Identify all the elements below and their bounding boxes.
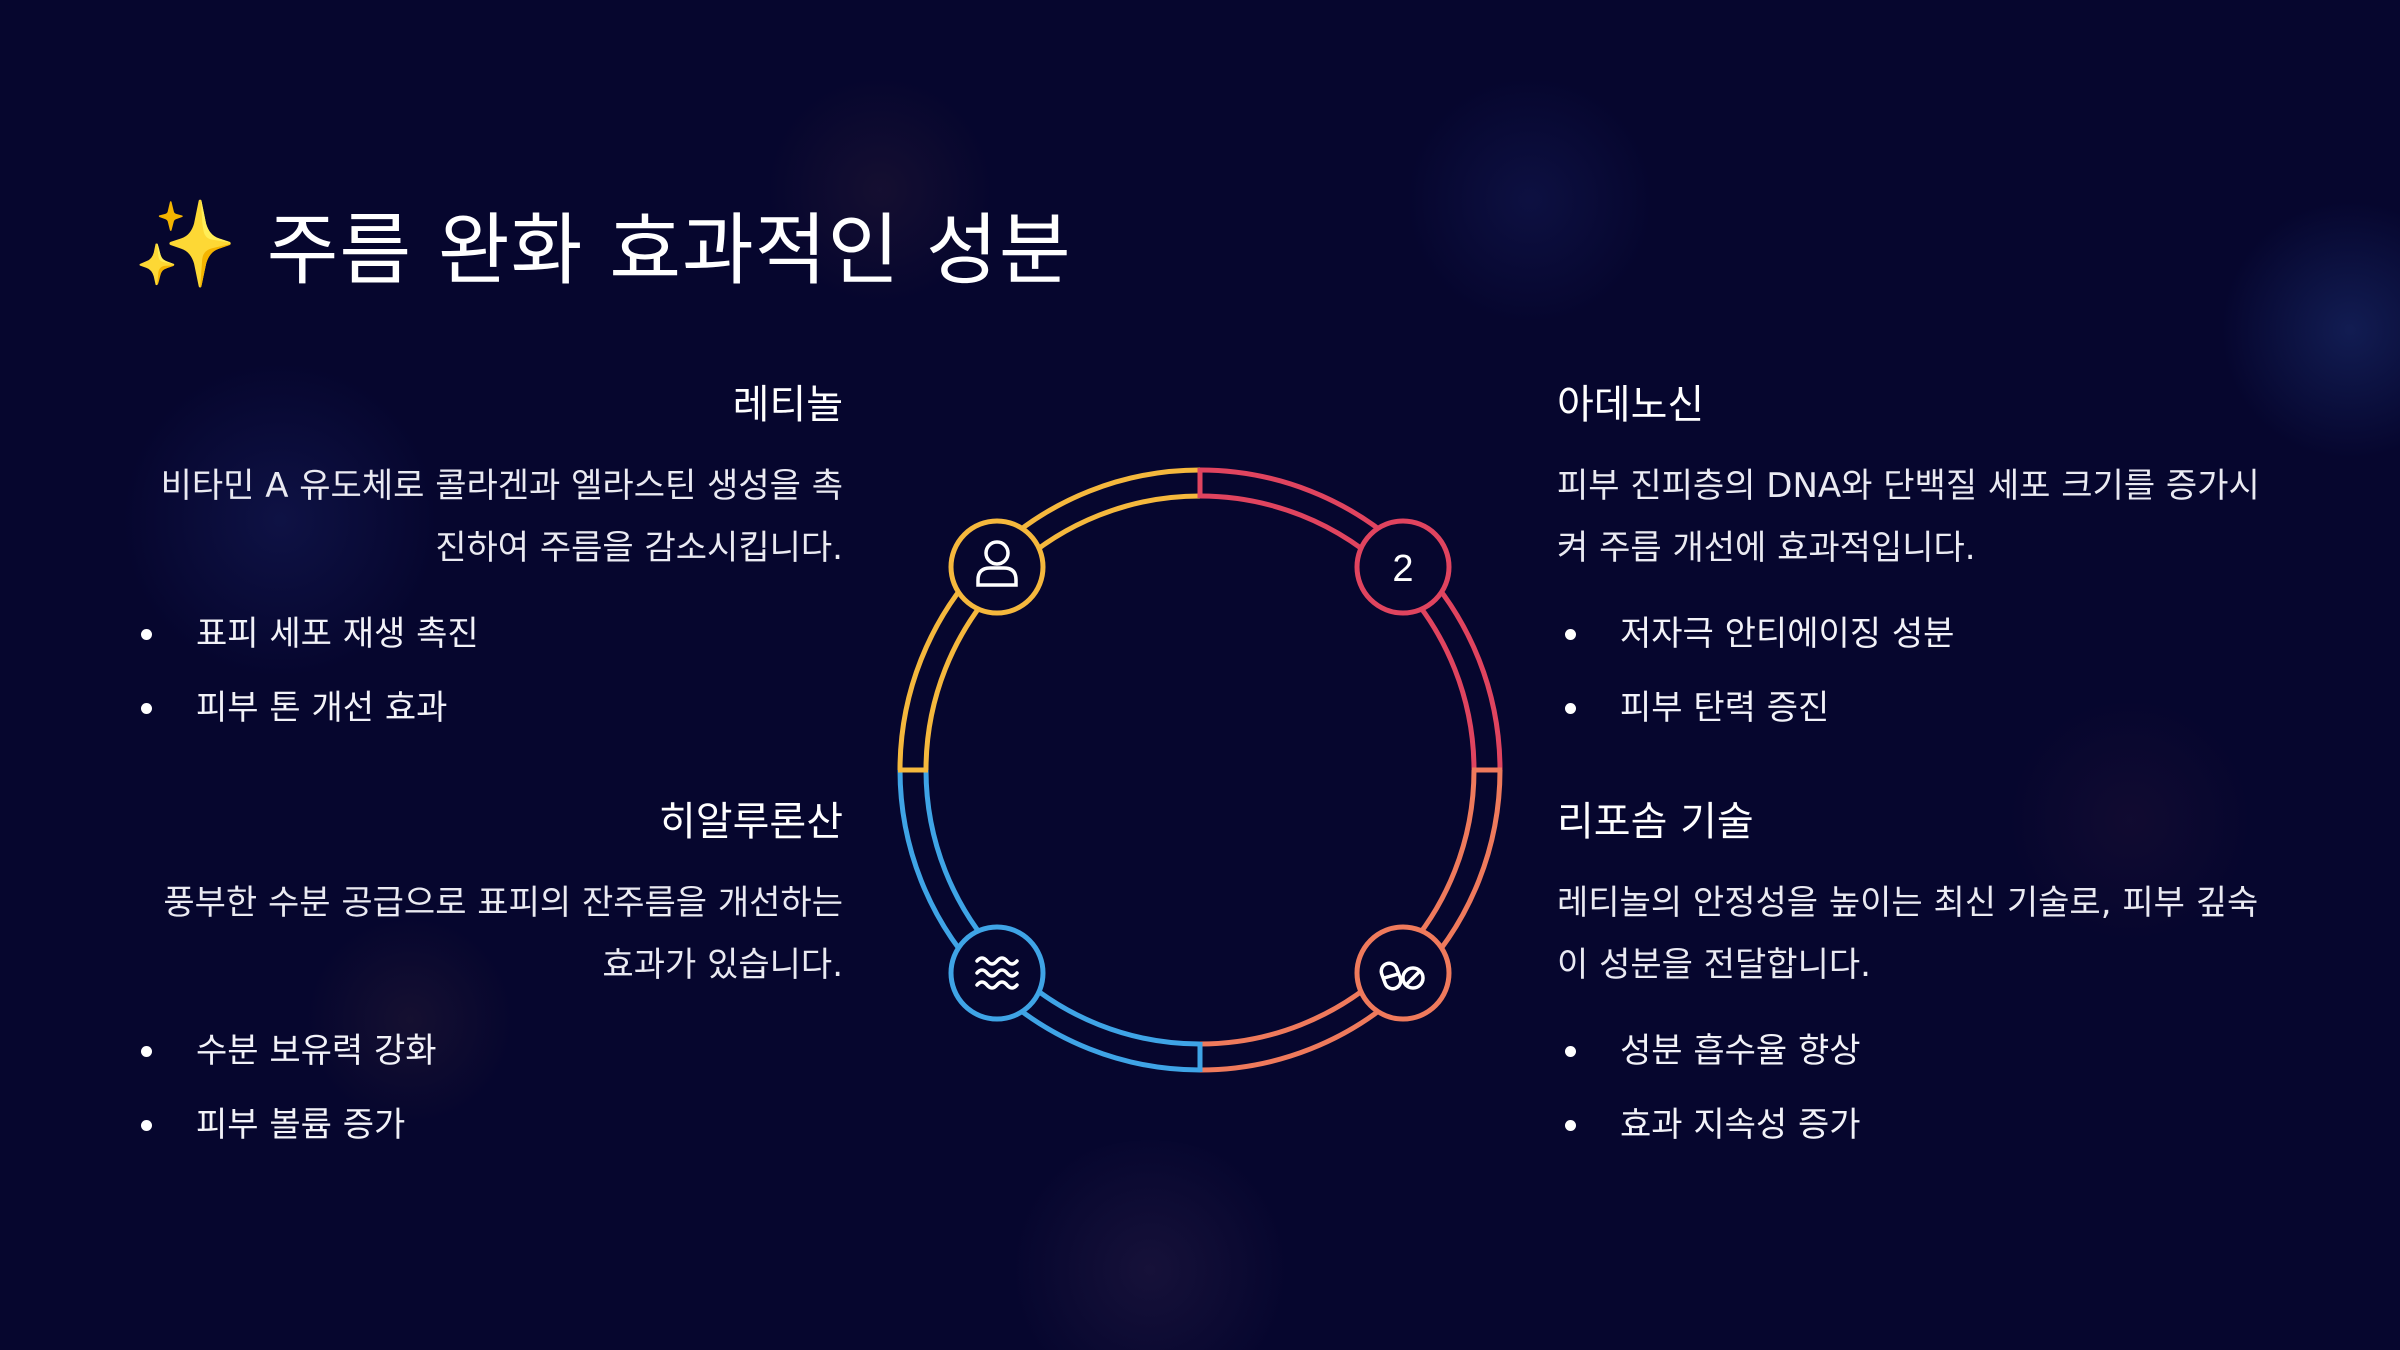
list-item: 피부 볼륨 증가: [133, 1088, 843, 1162]
bullet-icon: [1565, 1045, 1576, 1057]
ring-arc-retinol: [897, 467, 1201, 771]
node-adenosine: 2: [1354, 518, 1452, 616]
list-item: 효과 지속성 증가: [1557, 1088, 2287, 1162]
ingredient-points: 표피 세포 재생 촉진 피부 톤 개선 효과: [133, 597, 843, 745]
bullet-icon: [1565, 702, 1576, 714]
bullet-icon: [141, 628, 152, 640]
ingredient-description: 비타민 A 유도체로 콜라겐과 엘라스틴 생성을 촉진하여 주름을 감소시킵니다…: [160, 466, 843, 568]
list-item-text: 피부 톤 개선 효과: [196, 688, 448, 728]
number-2-icon: 2: [1392, 548, 1413, 590]
ring-arc-hyaluronic: [897, 769, 1201, 1073]
ingredient-block-hyaluronic-acid: 히알루론산 풍부한 수분 공급으로 표피의 잔주름을 개선하는 효과가 있습니다…: [133, 798, 843, 1162]
ingredient-description: 풍부한 수분 공급으로 표피의 잔주름을 개선하는 효과가 있습니다.: [163, 883, 843, 985]
list-item: 성분 흡수율 향상: [1557, 1014, 2287, 1088]
ingredient-name: 히알루론산: [659, 799, 843, 845]
list-item-text: 수분 보유력 강화: [196, 1031, 437, 1071]
node-retinol: [948, 518, 1046, 616]
ingredient-points: 저자극 안티에이징 성분 피부 탄력 증진: [1557, 597, 2287, 745]
ingredient-block-adenosine: 아데노신 피부 진피층의 DNA와 단백질 세포 크기를 증가시켜 주름 개선에…: [1557, 381, 2287, 745]
bullet-icon: [141, 702, 152, 714]
slide-title: ✨ 주름 완화 효과적인 성분: [133, 188, 1072, 300]
bullet-icon: [1565, 1119, 1576, 1131]
background-glow: [1400, 80, 1660, 320]
list-item-text: 저자극 안티에이징 성분: [1620, 614, 1955, 654]
ingredient-block-liposome: 리포솜 기술 레티놀의 안정성을 높이는 최신 기술로, 피부 깊숙이 성분을 …: [1557, 798, 2287, 1162]
person-icon: [976, 540, 1018, 587]
list-item-text: 피부 탄력 증진: [1620, 688, 1830, 728]
list-item: 저자극 안티에이징 성분: [1557, 597, 2287, 671]
ingredient-name: 리포솜 기술: [1557, 799, 1754, 845]
ingredient-description: 레티놀의 안정성을 높이는 최신 기술로, 피부 깊숙이 성분을 전달합니다.: [1557, 883, 2259, 985]
list-item-text: 효과 지속성 증가: [1620, 1105, 1861, 1145]
list-item: 수분 보유력 강화: [133, 1014, 843, 1088]
list-item-text: 성분 흡수율 향상: [1620, 1031, 1861, 1071]
ingredient-points: 성분 흡수율 향상 효과 지속성 증가: [1557, 1014, 2287, 1162]
capsules-icon: [1379, 961, 1425, 991]
list-item: 표피 세포 재생 촉진: [133, 597, 843, 671]
list-item: 피부 탄력 증진: [1557, 671, 2287, 745]
background-glow: [1000, 1140, 1300, 1350]
ingredient-cycle-diagram: 2: [897, 467, 1503, 1073]
ingredient-name: 아데노신: [1557, 382, 1705, 428]
sparkles-icon: ✨: [133, 194, 239, 293]
ingredient-description: 피부 진피층의 DNA와 단백질 세포 크기를 증가시켜 주름 개선에 효과적입…: [1557, 466, 2260, 568]
water-waves-icon: [975, 956, 1019, 990]
bullet-icon: [141, 1045, 152, 1057]
list-item-text: 표피 세포 재생 촉진: [196, 614, 479, 654]
node-liposome: [1354, 924, 1452, 1022]
list-item-text: 피부 볼륨 증가: [196, 1105, 406, 1145]
ingredient-block-retinol: 레티놀 비타민 A 유도체로 콜라겐과 엘라스틴 생성을 촉진하여 주름을 감소…: [133, 381, 843, 745]
list-item: 피부 톤 개선 효과: [133, 671, 843, 745]
bullet-icon: [141, 1119, 152, 1131]
ring-arc-adenosine: [1199, 467, 1503, 771]
ingredient-name: 레티놀: [732, 382, 843, 428]
ring-arc-liposome: [1199, 769, 1503, 1073]
slide-title-text: 주름 완화 효과적인 성분: [266, 206, 1072, 296]
ingredient-points: 수분 보유력 강화 피부 볼륨 증가: [133, 1014, 843, 1162]
node-hyaluronic-acid: [948, 924, 1046, 1022]
bullet-icon: [1565, 628, 1576, 640]
